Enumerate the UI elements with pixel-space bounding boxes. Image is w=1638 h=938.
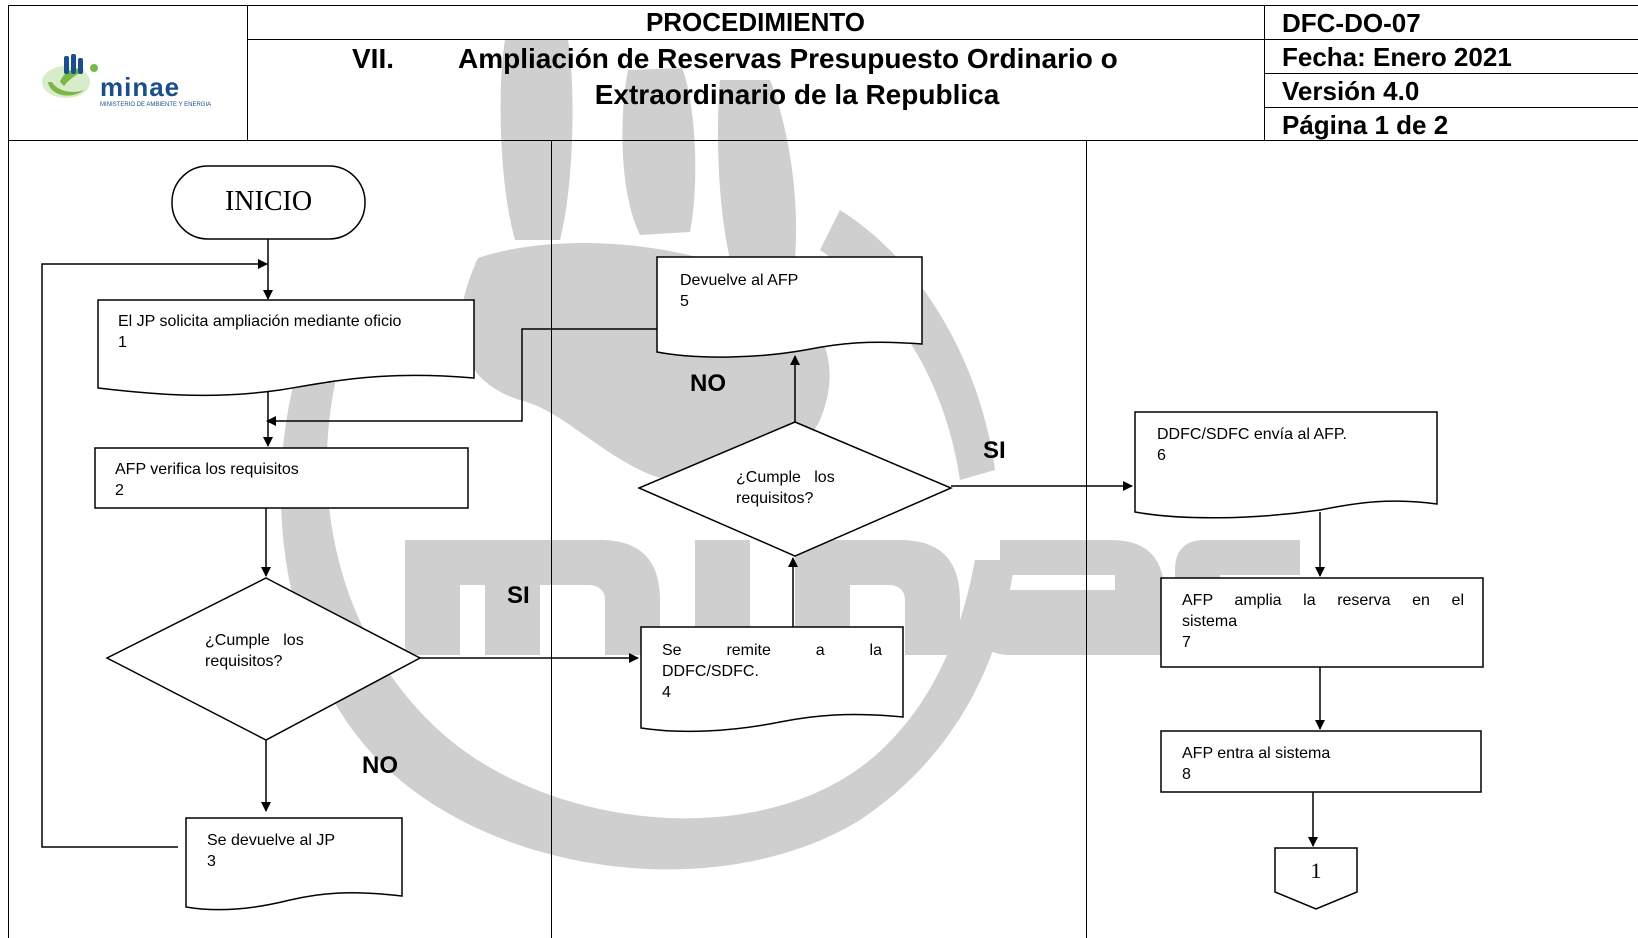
step3-text: Se devuelve al JP xyxy=(207,832,336,849)
header-divider-logo xyxy=(247,5,248,141)
logo-tagline: MINISTERIO DE AMBIENTE Y ENERGIA xyxy=(100,102,212,108)
header-meta-rule xyxy=(1264,39,1638,40)
label-si-decision1: SI xyxy=(507,582,530,609)
step7-text-line1: AFP amplia la reserva en el xyxy=(1182,592,1464,609)
decision2-text-line1: ¿Cumple los xyxy=(736,469,835,486)
step6-number: 6 xyxy=(1157,447,1166,464)
header-title-rule xyxy=(247,39,1264,40)
step1-text: El JP solicita ampliación mediante ofici… xyxy=(118,313,402,330)
doc-type: PROCEDIMIENTO xyxy=(645,7,866,37)
offpage-connector-label: 1 xyxy=(1310,858,1322,883)
header-meta-rule xyxy=(1264,73,1638,74)
offpage-connector-shape xyxy=(1274,847,1358,910)
title-line-2: Extraordinario de la Republica xyxy=(594,79,1000,110)
decision1-text-line1: ¿Cumple los xyxy=(205,632,304,649)
step8-number: 8 xyxy=(1182,766,1191,783)
step5-document-shape xyxy=(656,256,923,358)
step7-text-line2: sistema xyxy=(1182,613,1238,630)
logo-brand-text: minae xyxy=(100,72,181,102)
step4-document-shape xyxy=(640,626,904,733)
step4-text-line2: DDFC/SDFC. xyxy=(662,663,759,680)
minae-logo-icon xyxy=(42,54,98,98)
doc-page: Página 1 de 2 xyxy=(1282,110,1449,140)
doc-code: DFC-DO-07 xyxy=(1282,8,1421,38)
decision1-text-line2: requisitos? xyxy=(205,653,283,670)
arrow-step3-loop-to-step1 xyxy=(41,259,268,848)
title-line-1: Ampliación de Reservas Presupuesto Ordin… xyxy=(458,43,1118,74)
step8-process-shape xyxy=(1160,730,1482,793)
label-si-decision2: SI xyxy=(983,437,1006,464)
step8-text: AFP entra al sistema xyxy=(1182,745,1331,762)
step7-number: 7 xyxy=(1182,634,1191,651)
step5-number: 5 xyxy=(680,293,689,310)
step3-number: 3 xyxy=(207,853,216,870)
section-number: VII. xyxy=(352,43,395,74)
step6-document-shape xyxy=(1134,411,1438,519)
step7-process-shape xyxy=(1160,577,1484,668)
arrow-step5-to-step2 xyxy=(266,328,657,426)
header-bottom-border xyxy=(8,140,1638,141)
header-meta-rule xyxy=(1264,107,1638,108)
step4-text-line1: Se remite a la xyxy=(662,642,882,659)
step1-number: 1 xyxy=(118,334,127,351)
start-label: INICIO xyxy=(224,186,313,217)
step2-process-shape xyxy=(94,447,469,509)
decision2-text-line2: requisitos? xyxy=(736,490,814,507)
swimlane-divider xyxy=(551,141,552,938)
label-no-decision2: NO xyxy=(690,370,726,397)
step6-text: DDFC/SDFC envía al AFP. xyxy=(1157,426,1347,443)
header-top-border xyxy=(8,5,1638,6)
step2-number: 2 xyxy=(115,482,124,499)
step5-text: Devuelve al AFP xyxy=(680,272,799,289)
step3-document-shape xyxy=(185,817,403,911)
step4-number: 4 xyxy=(662,684,671,701)
label-no-decision1: NO xyxy=(362,752,398,779)
swimlane-divider xyxy=(1086,141,1087,938)
doc-date: Fecha: Enero 2021 xyxy=(1282,42,1512,72)
decision2-diamond xyxy=(637,421,953,557)
page-left-border xyxy=(8,5,9,938)
doc-version: Versión 4.0 xyxy=(1282,76,1420,106)
step1-document-shape xyxy=(97,299,475,397)
step2-text: AFP verifica los requisitos xyxy=(115,461,299,478)
minae-logo: minae MINISTERIO DE AMBIENTE Y ENERGIA xyxy=(38,52,238,112)
